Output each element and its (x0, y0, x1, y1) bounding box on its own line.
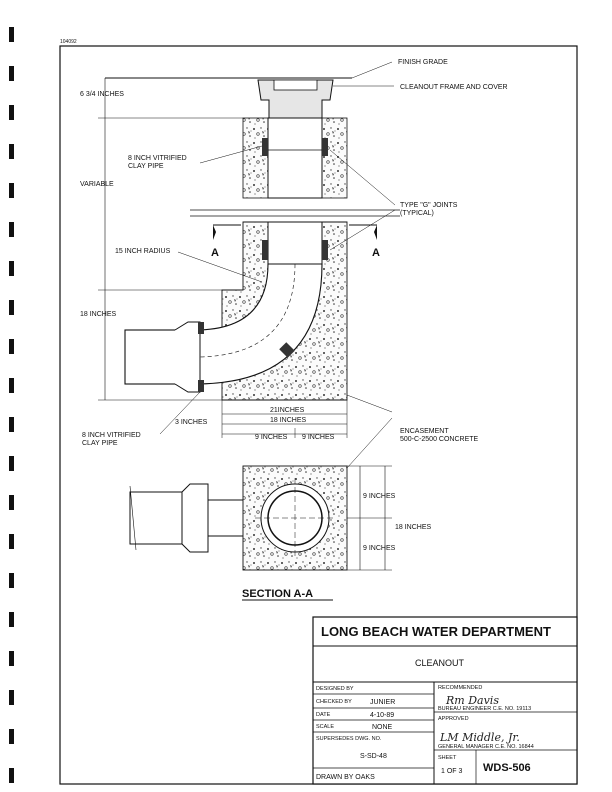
upper-riser-pipe (267, 117, 323, 199)
radius-label: 15 INCH RADIUS (115, 248, 171, 255)
binding-holes (9, 27, 14, 783)
department-name: LONG BEACH WATER DEPARTMENT (321, 624, 551, 639)
finish-grade-label: FINISH GRADE (398, 59, 448, 66)
approved-label: APPROVED (438, 716, 469, 722)
sheet-label: SHEET (438, 755, 457, 761)
g-joint-lower-left (262, 240, 268, 260)
checked-by-value: JUNIER (370, 699, 395, 706)
general-manager-signature: LM Middle, Jr. (439, 731, 520, 744)
label-line: (TYPICAL) (400, 210, 434, 217)
designed-by-label: DESIGNED BY (316, 686, 354, 692)
g-joint-upper-right (322, 138, 328, 156)
scale-value: NONE (372, 724, 393, 731)
label-line: 8 INCH VITRIFIED (128, 155, 187, 162)
plan-eighteen-label: 18 INCHES (395, 524, 432, 531)
recommended-label: RECOMMENDED (438, 685, 482, 691)
three-inches-label: 3 INCHES (175, 419, 208, 426)
nine-inches-a-label: 9 INCHES (255, 434, 288, 441)
plan-nine-top-label: 9 INCHES (363, 493, 396, 500)
drawn-by: DRAWN BY OAKS (316, 774, 375, 781)
bureau-engineer-label: BUREAU ENGINEER C.E. NO. 19113 (438, 706, 531, 712)
label-line: TYPE "G" JOINTS (400, 202, 458, 209)
section-mark-left: A (211, 247, 219, 259)
plan-nine-bottom-label: 9 INCHES (363, 545, 396, 552)
twentyone-inches-label: 21INCHES (270, 407, 305, 414)
elevation-labels: FINISH GRADE 6 3/4 INCHES CLEANOUT FRAME… (80, 59, 508, 447)
eighteen-inches-mid-label: 18 INCHES (270, 417, 307, 424)
type-g-joints-label: TYPE "G" JOINTS(TYPICAL) (400, 202, 458, 217)
cleanout-frame-label: CLEANOUT FRAME AND COVER (400, 84, 508, 91)
section-a-a-labels: 9 INCHES 18 INCHES 9 INCHES SECTION A-A (242, 493, 432, 601)
bureau-engineer-signature: Rm Davis (445, 694, 499, 707)
six-three-quarter-label: 6 3/4 INCHES (80, 91, 124, 98)
eighteen-inches-left-label: 18 INCHES (80, 311, 117, 318)
nine-inches-b-label: 9 INCHES (302, 434, 335, 441)
scale-label: SCALE (316, 724, 334, 730)
section-mark-right: A (372, 247, 380, 259)
label-line: CLAY PIPE (128, 163, 164, 170)
label-line: 8 INCH VITRIFIED (82, 432, 141, 439)
section-title: SECTION A-A (242, 588, 313, 600)
title-block: LONG BEACH WATER DEPARTMENT CLEANOUT DES… (312, 616, 578, 785)
g-joint-lower-right (322, 240, 328, 260)
g-joint-upper-left (262, 138, 268, 156)
checked-by-label: CHECKED BY (316, 699, 352, 705)
elevation-view: A A (98, 61, 400, 469)
sheet-reference: 104092 (60, 39, 77, 45)
label-line: 500-C-2500 CONCRETE (400, 436, 479, 443)
elbow-centerline (194, 263, 296, 358)
date-label: DATE (316, 712, 331, 718)
label-line: CLAY PIPE (82, 440, 118, 447)
lower-riser-pipe (267, 221, 323, 265)
section-a-a-view (129, 465, 392, 571)
variable-label: VARIABLE (80, 181, 114, 188)
general-manager-label: GENERAL MANAGER C.E. NO. 16844 (438, 744, 534, 750)
cleanout-cover (273, 79, 318, 91)
drawing-number: WDS-506 (483, 762, 531, 774)
drawing-title: CLEANOUT (415, 658, 465, 668)
supersedes-label: SUPERSEDES DWG. NO. (316, 736, 382, 742)
date-value: 4-10-89 (370, 712, 394, 719)
supersedes-value: S-SD-48 (360, 753, 387, 760)
sheet-value: 1 OF 3 (441, 768, 463, 775)
label-line: ENCASEMENT (400, 428, 449, 435)
